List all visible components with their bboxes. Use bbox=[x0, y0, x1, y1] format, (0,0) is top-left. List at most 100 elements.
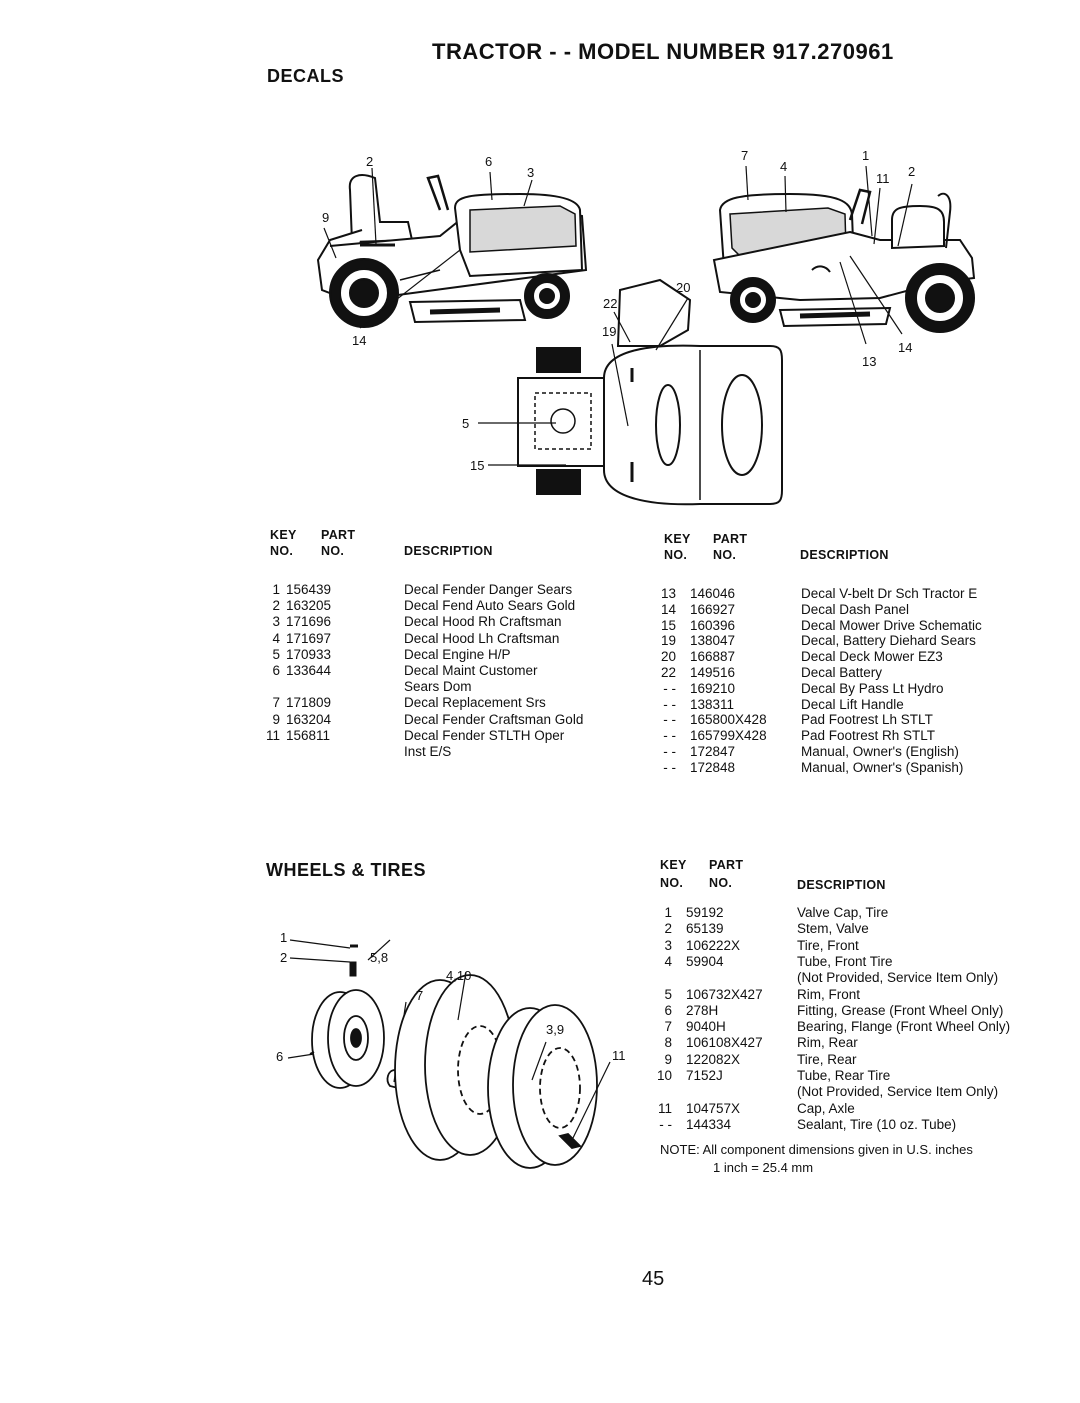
description-cell: Decal By Pass Lt Hydro bbox=[801, 680, 944, 696]
description-cell: Decal Replacement Srs bbox=[404, 695, 546, 711]
key-cell: 11 bbox=[657, 1100, 672, 1116]
decals-right-part-header-top: PART bbox=[713, 532, 748, 546]
part-cell: 170933 bbox=[286, 646, 332, 662]
key-cell: 19 bbox=[660, 633, 676, 649]
description-cell: Cap, Axle bbox=[797, 1100, 855, 1116]
key-cell: - - bbox=[663, 696, 676, 712]
part-cell: 106108X427 bbox=[686, 1035, 763, 1051]
wheels-description-header: DESCRIPTION bbox=[797, 878, 886, 892]
key-cell: - - bbox=[663, 744, 676, 759]
description-cell: Bearing, Flange (Front Wheel Only) bbox=[797, 1019, 1011, 1035]
description-cell: Fitting, Grease (Front Wheel Only) bbox=[797, 1002, 1004, 1018]
key-cell: 8 bbox=[664, 1035, 672, 1051]
part-cell: 166887 bbox=[690, 649, 736, 665]
svg-text:22: 22 bbox=[603, 296, 617, 311]
decals-left-description-header: DESCRIPTION bbox=[404, 544, 493, 558]
description-cell: Decal V-belt Dr Sch Tractor E bbox=[801, 586, 978, 601]
key-cell: 14 bbox=[660, 601, 676, 617]
key-cell: 7 bbox=[272, 695, 280, 711]
svg-text:3: 3 bbox=[527, 165, 534, 180]
wheels-key-header-bottom: NO. bbox=[660, 876, 684, 890]
table-row: Sears Dom bbox=[258, 679, 618, 695]
description-cell: Decal Lift Handle bbox=[801, 696, 904, 712]
page-title: TRACTOR - - MODEL NUMBER 917.270961 bbox=[432, 39, 894, 64]
key-cell: 9 bbox=[664, 1051, 672, 1067]
part-cell: 104757X bbox=[686, 1100, 741, 1116]
part-cell: 169210 bbox=[690, 680, 736, 696]
description-cell: (Not Provided, Service Item Only) bbox=[797, 970, 999, 986]
part-cell: 122082X bbox=[686, 1051, 741, 1067]
key-cell: 9 bbox=[272, 711, 280, 727]
key-cell: 4 bbox=[272, 630, 280, 646]
description-cell: Stem, Valve bbox=[797, 921, 869, 937]
svg-text:2: 2 bbox=[908, 164, 915, 179]
part-cell: 106222X bbox=[686, 937, 741, 953]
part-cell: 171696 bbox=[286, 614, 332, 630]
decals-right-part-header-bottom: NO. bbox=[713, 548, 737, 562]
table-row: (Not Provided, Service Item Only) bbox=[650, 970, 1010, 986]
table-row: - - 138311 Decal Lift Handle bbox=[654, 697, 1014, 713]
wheels-callout-labels: 1 2 5,8 4,10 7 3,9 6 11 bbox=[276, 930, 626, 1064]
description-cell: Decal Maint Customer bbox=[404, 663, 538, 678]
table-row: (Not Provided, Service Item Only) bbox=[650, 1084, 1010, 1100]
part-cell: 163204 bbox=[286, 711, 332, 727]
key-cell: 5 bbox=[272, 646, 280, 662]
key-cell: - - bbox=[663, 712, 676, 728]
svg-text:6: 6 bbox=[276, 1049, 283, 1064]
decals-right-key-header-top: KEY bbox=[664, 532, 691, 546]
table-row: 20 166887 Decal Deck Mower EZ3 bbox=[654, 649, 1014, 665]
part-cell: 172847 bbox=[690, 744, 736, 759]
description-cell: Manual, Owner's (English) bbox=[801, 744, 959, 759]
key-cell: 4 bbox=[664, 953, 672, 969]
table-row: - - 172847 Manual, Owner's (English) bbox=[654, 744, 1014, 760]
svg-text:2: 2 bbox=[280, 950, 287, 965]
part-cell: 278H bbox=[686, 1002, 719, 1018]
wheels-heading: WHEELS & TIRES bbox=[266, 860, 427, 880]
svg-text:11: 11 bbox=[876, 171, 890, 186]
part-cell: 138311 bbox=[690, 696, 735, 712]
part-cell: 156811 bbox=[286, 727, 331, 743]
page-number: 45 bbox=[642, 1268, 665, 1290]
description-cell: Sealant, Tire (10 oz. Tube) bbox=[797, 1116, 957, 1132]
key-cell: 1 bbox=[664, 905, 672, 920]
svg-text:7: 7 bbox=[741, 148, 748, 163]
key-cell: 10 bbox=[656, 1068, 672, 1083]
key-cell: - - bbox=[663, 728, 676, 744]
key-cell: - - bbox=[663, 759, 676, 775]
key-cell: 20 bbox=[660, 649, 676, 665]
description-cell: Pad Footrest Lh STLT bbox=[801, 712, 933, 728]
svg-text:4: 4 bbox=[780, 159, 787, 174]
key-cell: 5 bbox=[664, 986, 672, 1002]
description-cell: Decal Hood Lh Craftsman bbox=[404, 630, 560, 646]
svg-text:20: 20 bbox=[676, 280, 690, 295]
description-cell: Tube, Front Tire bbox=[797, 953, 893, 969]
description-cell: Decal Fender Danger Sears bbox=[404, 582, 573, 597]
wheels-illustration: 1 2 5,8 4,10 7 3,9 6 11 bbox=[276, 930, 626, 1169]
decals-left-key-header-top: KEY bbox=[270, 528, 297, 542]
svg-text:4,10: 4,10 bbox=[446, 968, 471, 983]
svg-text:15: 15 bbox=[470, 458, 484, 473]
svg-text:19: 19 bbox=[602, 324, 616, 339]
key-cell: 22 bbox=[660, 665, 676, 680]
decals-right-description-header: DESCRIPTION bbox=[800, 548, 889, 562]
description-cell: Decal Deck Mower EZ3 bbox=[801, 649, 943, 665]
note-line-1: NOTE: All component dimensions given in … bbox=[660, 1142, 973, 1157]
table-row: Inst E/S bbox=[258, 744, 618, 760]
description-cell: Decal Fend Auto Sears Gold bbox=[404, 598, 576, 614]
